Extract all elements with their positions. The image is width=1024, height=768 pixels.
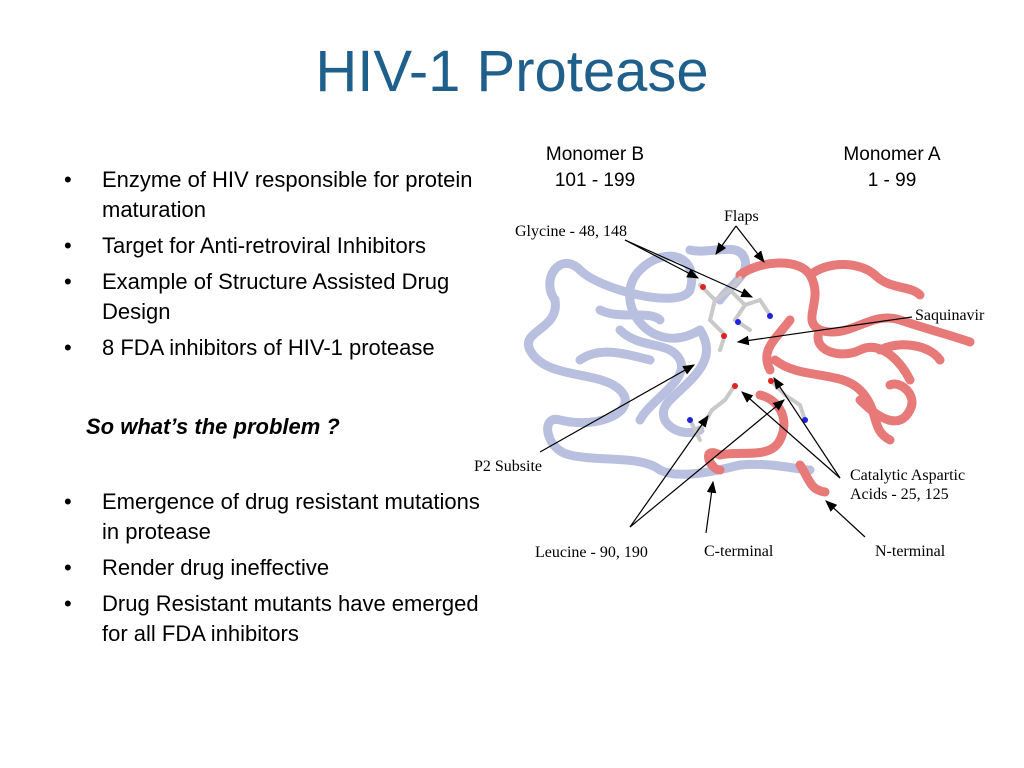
- arrow-leucine-1: [629, 415, 709, 528]
- monomer-b-heading: Monomer B 101 - 199: [530, 142, 660, 194]
- bullet-glyph: •: [64, 591, 72, 616]
- bullet-glyph: •: [64, 233, 72, 258]
- problem-question: So what’s the problem ?: [86, 414, 340, 439]
- label-p2-subsite: P2 Subsite: [474, 458, 543, 475]
- annotation-arrows: [539, 225, 913, 538]
- arrow-saquinavir: [736, 316, 913, 346]
- label-glycine: Glycine - 48, 148: [515, 223, 627, 240]
- label-leucine: Leucine - 90, 190: [535, 544, 648, 561]
- bullet-glyph: •: [64, 335, 72, 360]
- arrow-glycine-2: [624, 239, 754, 298]
- bullet-item: • Target for Anti-retroviral Inhibitors: [64, 231, 494, 261]
- arrow-c-terminal: [705, 480, 717, 534]
- bullet-text: Enzyme of HIV responsible for protein ma…: [102, 167, 473, 222]
- arrow-catalytic-1: [773, 376, 841, 479]
- bullet-item: • Emergence of drug resistant mutations …: [64, 487, 494, 547]
- label-n-terminal: N-terminal: [875, 543, 946, 560]
- monomer-a-name: Monomer A: [843, 144, 941, 165]
- monomer-b-name: Monomer B: [545, 144, 645, 165]
- label-catalytic-line1: Catalytic Aspartic: [850, 467, 966, 484]
- monomer-a-heading: Monomer A 1 - 99: [827, 142, 957, 194]
- atom-markers: [687, 284, 808, 423]
- bullet-text: Target for Anti-retroviral Inhibitors: [102, 233, 427, 258]
- arrow-leucine-2: [629, 399, 785, 528]
- bullet-glyph: •: [64, 555, 72, 580]
- bullet-item: • Drug Resistant mutants have emerged fo…: [64, 589, 494, 649]
- bullet-item: • 8 FDA inhibitors of HIV-1 protease: [64, 333, 494, 363]
- label-catalytic: Catalytic Aspartic Acids - 25, 125: [850, 466, 965, 504]
- label-flaps: Flaps: [724, 208, 759, 225]
- label-c-terminal: C-terminal: [704, 543, 774, 560]
- bullet-glyph: •: [64, 489, 72, 514]
- label-catalytic-line2: Acids - 25, 125: [850, 486, 949, 503]
- arrow-p2-subsite: [539, 364, 696, 453]
- monomer-a-ribbon: [704, 258, 975, 497]
- bullet-glyph: •: [64, 269, 72, 294]
- bullet-glyph: •: [64, 167, 72, 192]
- bullet-list-bottom: • Emergence of drug resistant mutations …: [64, 487, 494, 655]
- monomer-b-ribbon: [523, 244, 815, 479]
- bullet-text: Render drug ineffective: [102, 555, 330, 580]
- arrow-flaps-a: [735, 225, 765, 263]
- arrow-catalytic-2: [741, 391, 841, 479]
- monomer-b-range: 101 - 199: [554, 170, 636, 191]
- bullet-item: • Enzyme of HIV responsible for protein …: [64, 165, 494, 225]
- bullet-item: • Example of Structure Assisted Drug Des…: [64, 267, 494, 327]
- arrow-glycine-1: [624, 239, 700, 279]
- bullet-text: Example of Structure Assisted Drug Desig…: [102, 269, 450, 324]
- slide-title: HIV-1 Protease: [315, 39, 709, 104]
- bullet-list-top: • Enzyme of HIV responsible for protein …: [64, 165, 494, 369]
- arrow-n-terminal: [825, 500, 866, 538]
- arrow-flaps-b: [715, 225, 737, 255]
- bullet-item: • Render drug ineffective: [64, 553, 494, 583]
- label-saquinavir: Saquinavir: [915, 307, 985, 324]
- bullet-text: 8 FDA inhibitors of HIV-1 protease: [102, 335, 435, 360]
- bullet-text: Drug Resistant mutants have emerged for …: [102, 591, 479, 646]
- bullet-text: Emergence of drug resistant mutations in…: [102, 489, 480, 544]
- monomer-a-range: 1 - 99: [867, 170, 917, 191]
